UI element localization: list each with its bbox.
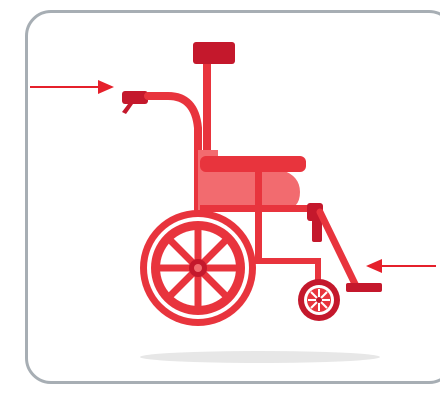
caster-wheel: [298, 279, 340, 321]
rear-wheel: [140, 210, 256, 326]
seat: [200, 156, 306, 172]
arrow-left-icon: [366, 259, 436, 273]
footrest: [346, 283, 382, 292]
arrow-right-icon: [30, 80, 114, 94]
ground-shadow: [140, 351, 380, 363]
push-handle: [122, 91, 198, 210]
leg-rest: [320, 212, 356, 286]
